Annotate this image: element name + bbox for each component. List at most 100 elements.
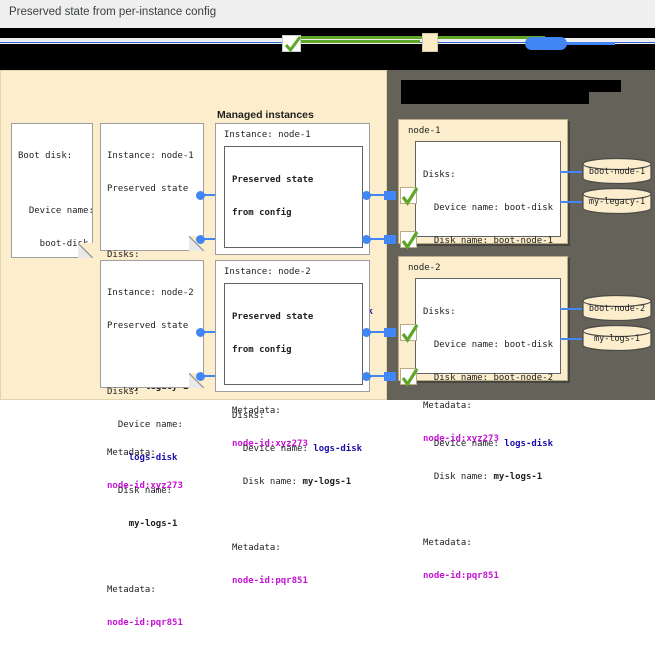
preserved-state-check-icon [400, 187, 419, 206]
config-instance-line: Instance: node-2 [107, 288, 194, 298]
connector-wire [201, 375, 225, 377]
managed-disk-name-value: my-logs-1 [302, 477, 352, 487]
connector-dot [196, 191, 205, 200]
disk-wire [560, 308, 582, 310]
config-disk-name-value: my-logs-1 [128, 519, 178, 529]
preserved-state-check-icon [400, 368, 419, 387]
page-title: Preserved state from per-instance config [9, 6, 217, 18]
connector-square [384, 372, 396, 381]
config-metadata-value: node-id:pqr851 [107, 618, 183, 628]
connector-square [384, 191, 396, 200]
node-device-name-label: Device name: [423, 439, 505, 449]
config-device-name-value: logs-disk [128, 453, 178, 463]
connector-dot [196, 328, 205, 337]
disk-cylinder: my-logs-1 [582, 324, 652, 352]
connector-square [384, 328, 396, 337]
connector-dot [362, 235, 371, 244]
node-boot-device-name: Device name: boot-disk [423, 340, 554, 350]
config-preserved-state-line: Preserved state [107, 184, 189, 194]
managed-metadata-label: Metadata: [232, 543, 281, 553]
config-disks-label: Disks: [107, 387, 140, 397]
connector-dot [196, 235, 205, 244]
managed-instance-title: Instance: node-2 [224, 267, 311, 277]
per-instance-config-box: Instance: node-1 Preserved state Disks: … [100, 123, 204, 491]
disk-label: boot-node-2 [588, 304, 646, 314]
node-disk-name-value: my-logs-1 [493, 472, 543, 482]
preserved-state-inner-box: Preserved state from config Disks: Devic… [224, 283, 363, 586]
node-boot-disk-name: Disk name: boot-node-1 [423, 236, 554, 246]
managed-device-name-label: Device name: [232, 444, 314, 454]
disk-label: my-logs-1 [593, 334, 641, 344]
managed-instance-box: Instance: node-2 Preserved state from co… [215, 260, 370, 586]
preserved-state-check-icon [400, 324, 419, 343]
node-disk-name-label: Disk name: [423, 472, 494, 482]
right-panel-redacted-line-2 [401, 92, 589, 104]
node-device-name-value: logs-disk [504, 439, 554, 449]
managed-device-name-value: logs-disk [313, 444, 363, 454]
preserved-state-line-2: from config [232, 345, 292, 355]
template-line-3: Device name: [18, 206, 94, 216]
disk-wire [560, 201, 582, 203]
legend-banner [0, 28, 655, 70]
template-line-4: boot-disk [18, 239, 89, 249]
diagram-canvas: Instance template Per-instance configs M… [0, 70, 655, 628]
managed-disks-label: Disks: [232, 411, 265, 421]
disk-cylinder: boot-node-2 [582, 294, 652, 322]
connector-dot [196, 372, 205, 381]
config-metadata-label: Metadata: [107, 585, 156, 595]
connector-dot [362, 372, 371, 381]
disk-cylinder: boot-node-1 [582, 157, 652, 185]
node-name: node-2 [408, 263, 441, 273]
config-preserved-state-line: Preserved state [107, 321, 189, 331]
connector-wire [367, 238, 387, 240]
preserved-state-check-icon [400, 231, 419, 250]
legend-config-box-icon [422, 33, 438, 52]
disk-cylinder: my-legacy-1 [582, 187, 652, 215]
node-metadata-label: Metadata: [423, 538, 472, 548]
managed-instances-head-line1: Managed instances [217, 109, 314, 121]
preserved-state-line-2: from config [232, 208, 292, 218]
instance-template-box: Boot disk: Device name: boot-disk [11, 123, 94, 258]
disk-label: my-legacy-1 [588, 197, 646, 207]
config-disks-label: Disks: [107, 250, 140, 260]
preserved-state-line-1: Preserved state [232, 175, 314, 185]
managed-instance-title: Instance: node-1 [224, 130, 311, 140]
config-device-name-label: Device name: [107, 420, 183, 430]
config-instance-line: Instance: node-1 [107, 151, 194, 161]
managed-disk-name-label: Disk name: [232, 477, 303, 487]
connector-dot [362, 328, 371, 337]
connector-wire [201, 331, 225, 333]
legend-blue-tail-icon [560, 42, 615, 45]
node-card: node-2 Disks: Device name: boot-disk Dis… [398, 256, 568, 581]
node-details-box: Disks: Device name: boot-disk Disk name:… [415, 141, 564, 444]
preserved-state-line-1: Preserved state [232, 312, 314, 322]
node-disks-label: Disks: [423, 307, 456, 317]
node-disks-label: Disks: [423, 170, 456, 180]
legend-check-icon [282, 35, 302, 53]
legend-redacted-bar-1 [0, 28, 655, 38]
node-metadata-value: node-id:pqr851 [423, 571, 499, 581]
connector-square [384, 235, 396, 244]
config-disk-name-label: Disk name: [107, 486, 173, 496]
connector-wire [201, 238, 225, 240]
per-instance-config-box: Instance: node-2 Preserved state Disks: … [100, 260, 204, 628]
disk-wire [560, 338, 582, 340]
managed-metadata-value: node-id:pqr851 [232, 576, 308, 586]
node-name: node-1 [408, 126, 441, 136]
connector-wire [367, 375, 387, 377]
preserved-state-inner-box: Preserved state from config Disks: Devic… [224, 146, 373, 449]
connector-wire [201, 194, 225, 196]
connector-wire [367, 331, 387, 333]
template-line-1: Boot disk: [18, 151, 73, 161]
disk-wire [560, 171, 582, 173]
disk-label: boot-node-1 [588, 167, 646, 177]
title-bar: Preserved state from per-instance config [0, 0, 655, 28]
connector-wire [367, 194, 387, 196]
right-panel-redacted-line-1 [401, 80, 621, 92]
connector-dot [362, 191, 371, 200]
legend-green-line-icon-2 [300, 40, 420, 43]
node-boot-device-name: Device name: boot-disk [423, 203, 554, 213]
legend-blue-shape-icon [525, 37, 567, 50]
page-fold-corner-icon [78, 243, 93, 258]
node-details-box: Disks: Device name: boot-disk Disk name:… [415, 278, 561, 581]
